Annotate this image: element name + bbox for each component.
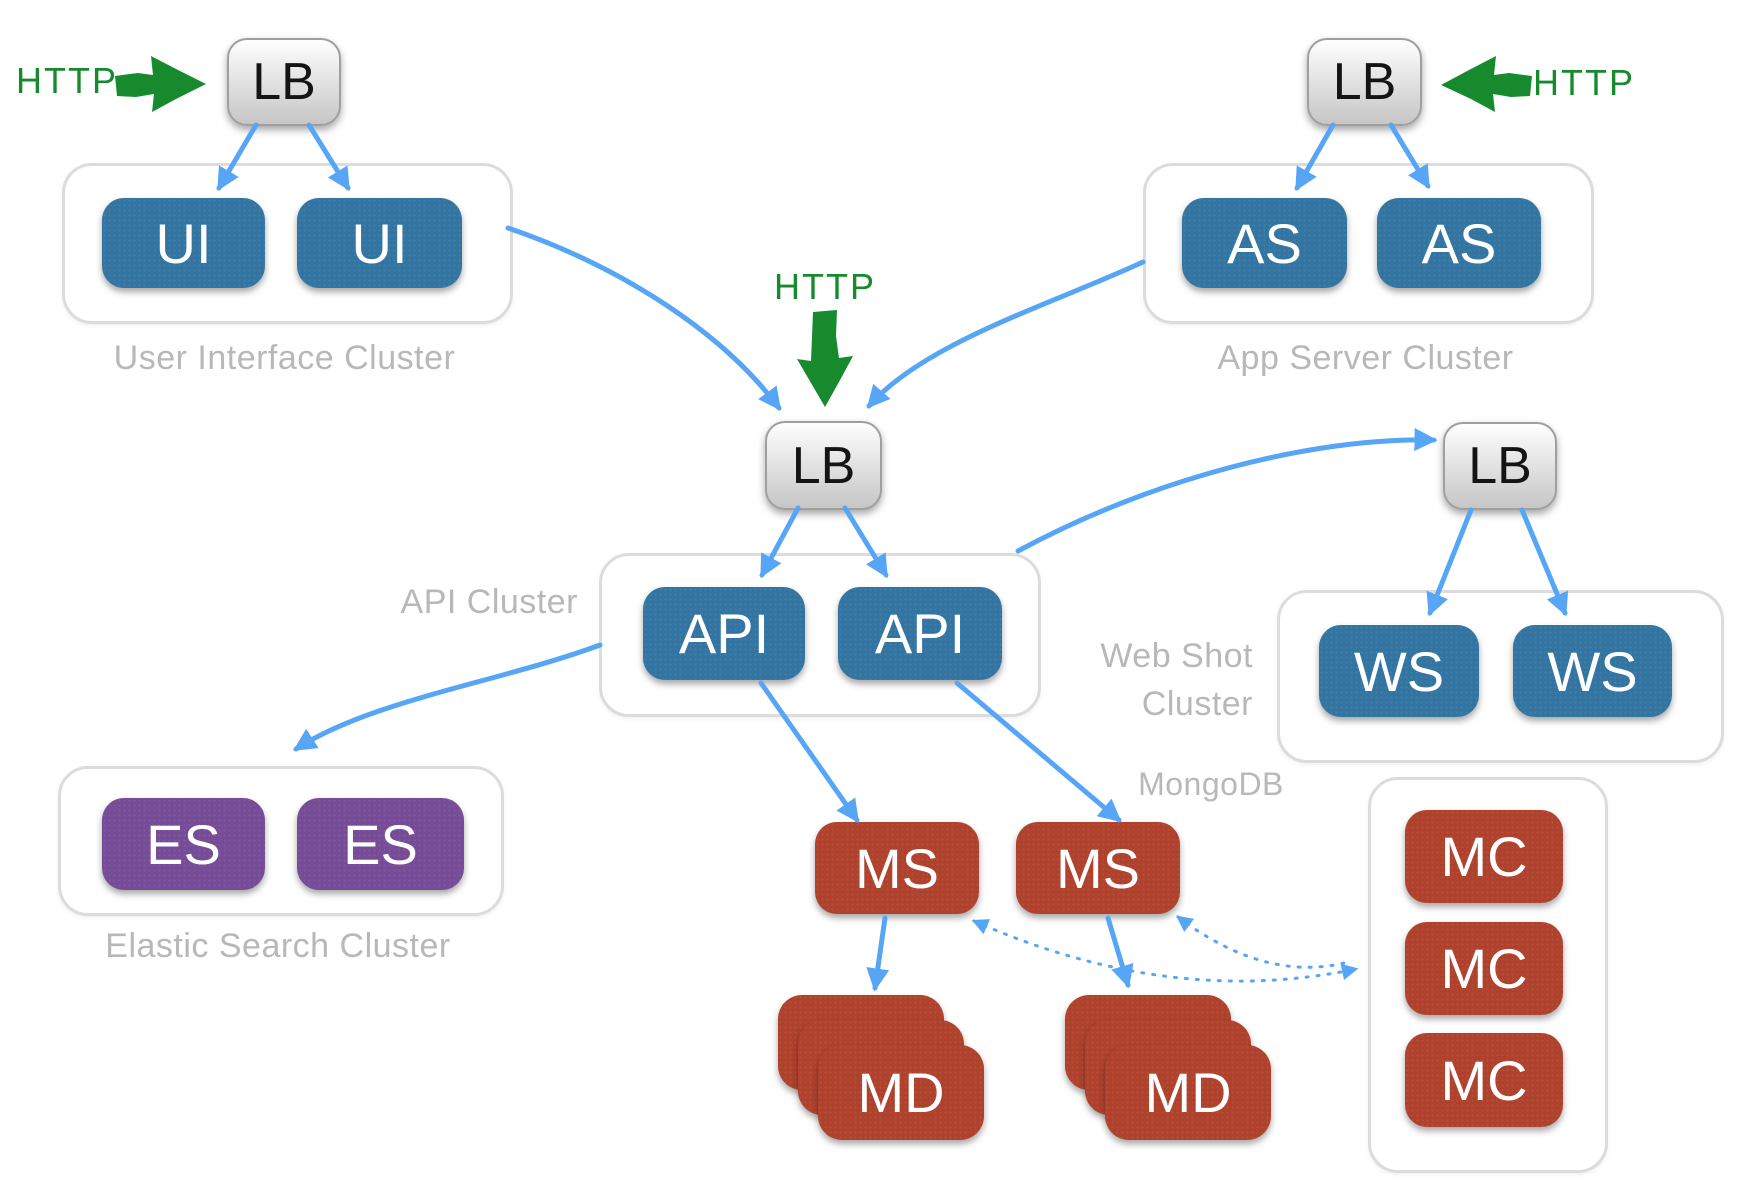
app-server-node-2: AS: [1377, 198, 1541, 288]
mongo-config-node-3: MC: [1405, 1033, 1563, 1127]
api-cluster-label: API Cluster: [400, 583, 578, 621]
web-shot-cluster-label-line2: Cluster: [1141, 685, 1253, 723]
load-balancer-api: LB: [765, 421, 882, 510]
mongo-config-node-2: MC: [1405, 922, 1563, 1015]
http-arrow-down-icon: [797, 310, 853, 407]
edge-ms2-mc-sync-dashed: [1176, 915, 1354, 969]
edge-ui-cluster-to-api-lb: [505, 225, 782, 411]
edge-api-cluster-to-webshot-lb: [1015, 428, 1438, 554]
mongo-data-stack-2-front: MD: [1105, 1045, 1271, 1140]
load-balancer-app-text: LB: [1332, 53, 1397, 111]
edge-app-cluster-to-api-lb: [866, 259, 1146, 409]
edge-api-cluster-to-elastic: [293, 642, 603, 752]
mongo-shard-node-2: MS: [1016, 822, 1180, 914]
http-arrow-right-icon: [115, 56, 206, 112]
load-balancer-webshot-text: LB: [1468, 437, 1532, 495]
http-label-right: HTTP: [1533, 62, 1635, 103]
load-balancer-api-text: LB: [791, 436, 856, 495]
app-server-cluster-label: App Server Cluster: [1217, 339, 1514, 377]
web-shot-node-1: WS: [1319, 625, 1479, 717]
mongo-config-node-1: MC: [1405, 810, 1563, 903]
load-balancer-ui: LB: [227, 38, 341, 126]
ui-node-2: UI: [297, 198, 462, 288]
ui-node-1: UI: [102, 198, 265, 288]
mongodb-label: MongoDB: [1138, 766, 1284, 802]
edge-ms1-mc-sync-dashed: [971, 919, 1359, 983]
edge-ms1-to-md1: [866, 915, 890, 992]
elastic-node-1: ES: [102, 798, 265, 890]
elastic-node-2: ES: [297, 798, 464, 890]
web-shot-cluster-label-line1: Web Shot: [1100, 637, 1253, 675]
mongo-data-stack-1-front: MD: [818, 1045, 984, 1140]
http-label-center: HTTP: [774, 266, 876, 307]
http-arrow-left-icon: [1441, 56, 1532, 112]
http-label-left: HTTP: [16, 60, 118, 101]
web-shot-cluster-label: Web Shot Cluster: [1040, 632, 1253, 728]
ui-cluster-label: User Interface Cluster: [113, 339, 456, 377]
load-balancer-app: LB: [1307, 38, 1422, 126]
web-shot-node-2: WS: [1513, 625, 1672, 717]
api-node-1: API: [643, 587, 805, 680]
mongo-shard-node-1: MS: [815, 822, 979, 914]
edge-ms2-to-md2: [1105, 915, 1134, 989]
load-balancer-webshot: LB: [1443, 422, 1557, 510]
api-node-2: API: [838, 587, 1002, 680]
load-balancer-ui-text: LB: [252, 53, 316, 111]
elastic-search-cluster-label: Elastic Search Cluster: [105, 927, 451, 965]
app-server-node-1: AS: [1182, 198, 1347, 288]
